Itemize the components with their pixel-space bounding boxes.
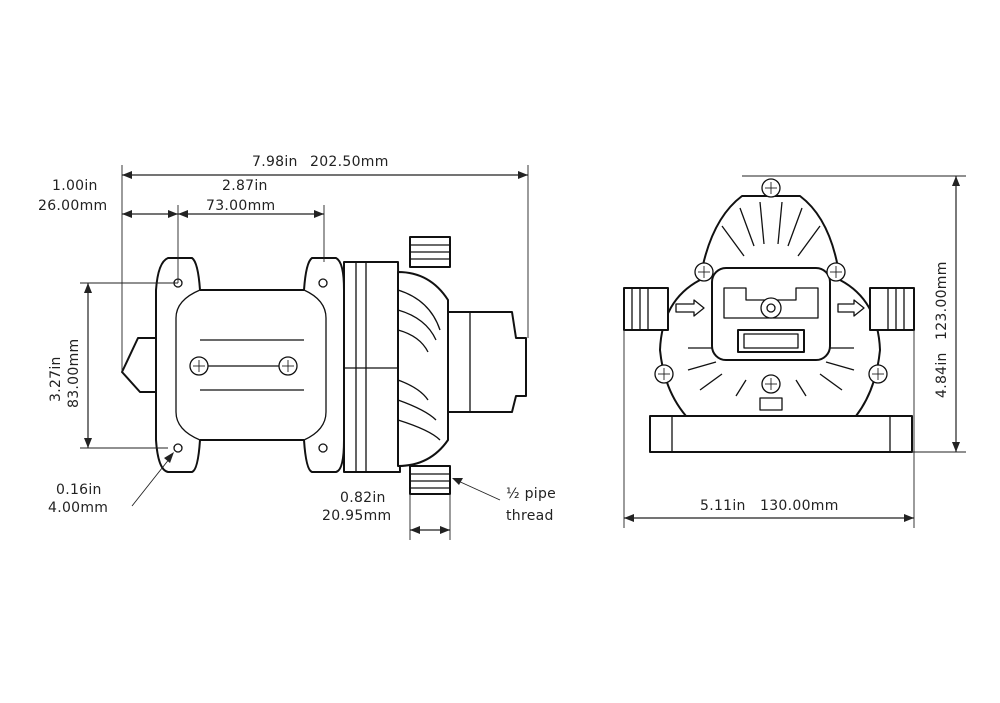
screw-top-icon	[761, 178, 781, 198]
mounting-plate-inner-right	[303, 289, 327, 441]
height-mount-mm: 83.00mm	[66, 339, 82, 408]
head-ribs	[687, 201, 855, 397]
motor-end-cap	[121, 337, 159, 393]
front-width-in: 5.11in	[700, 498, 746, 514]
mount-hole-bottom-right	[318, 443, 328, 453]
port-bottom	[409, 465, 451, 495]
dimension-lines	[80, 165, 966, 540]
diaphragm-body	[397, 271, 449, 467]
mounting-plate	[155, 257, 345, 473]
outlet-port	[869, 287, 915, 331]
screw-upper-left-icon	[694, 262, 714, 282]
mounting-plate-inner	[175, 289, 201, 441]
screw-right-icon	[278, 356, 298, 376]
front-width-mm: 130.00mm	[760, 498, 839, 514]
hole-diameter-in: 0.16in	[56, 482, 102, 498]
screw-bottom-icon	[761, 374, 781, 394]
hole-diameter-mm: 4.00mm	[48, 500, 108, 516]
mount-hole-bottom-left	[173, 443, 183, 453]
bottom-tab	[759, 397, 783, 411]
pressure-switch	[447, 311, 527, 413]
pump-head-flange	[343, 261, 401, 473]
front-height-in: 4.84in	[934, 352, 950, 398]
offset-in: 1.00in	[52, 178, 98, 194]
inlet-port	[623, 287, 669, 331]
overall-length-mm: 202.50mm	[310, 154, 389, 170]
height-mount-in: 3.27in	[48, 356, 64, 402]
port-width-in: 0.82in	[340, 490, 386, 506]
dimension-labels: 7.98in 202.50mm 1.00in 26.00mm 2.87in 73…	[38, 154, 950, 524]
thread-line-2: thread	[506, 508, 554, 524]
screw-lower-right-icon	[868, 364, 888, 384]
hole-spacing-mm: 73.00mm	[206, 198, 275, 214]
front-height-mm: 123.00mm	[934, 261, 950, 340]
screw-lower-left-icon	[654, 364, 674, 384]
side-view	[121, 236, 527, 495]
overall-length-in: 7.98in	[252, 154, 298, 170]
front-view	[623, 178, 915, 453]
hole-spacing-in: 2.87in	[222, 178, 268, 194]
flow-arrow-out-icon	[837, 299, 865, 317]
screw-upper-right-icon	[826, 262, 846, 282]
port-width-mm: 20.95mm	[322, 508, 391, 524]
pump-base	[649, 415, 913, 453]
screw-left-icon	[189, 356, 209, 376]
flow-arrow-in-icon	[675, 299, 705, 317]
thread-line-1: ½ pipe	[506, 486, 556, 502]
offset-mm: 26.00mm	[38, 198, 107, 214]
mount-hole-top-right	[318, 278, 328, 288]
